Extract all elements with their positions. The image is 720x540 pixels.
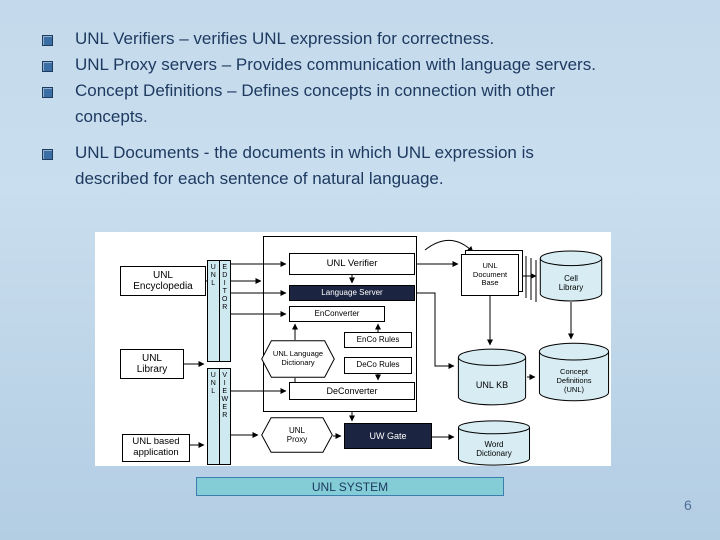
unl-kb-cylinder: UNL KB <box>457 348 527 406</box>
bullet-text: UNL Documents - the documents in which U… <box>75 143 534 188</box>
unl-library-box: UNL Library <box>120 349 184 379</box>
bullet-text: Concept Definitions – Defines concepts i… <box>75 81 556 126</box>
unl-document-base-box: UNL Document Base <box>461 254 519 296</box>
unl-viewer-word-label: V I E W E R <box>218 369 231 464</box>
language-server-container <box>263 236 417 412</box>
concept-definitions-label: Concept Definitions (UNL) <box>556 366 592 394</box>
unl-encyclopedia-box: UNL Encyclopedia <box>120 266 206 296</box>
unl-editor-word-label: E D I T O R <box>218 261 231 361</box>
enconverter-box: EnConverter <box>289 306 385 322</box>
unl-proxy-hexagon: UNL Proxy <box>261 417 333 453</box>
diagram-caption-text: UNL SYSTEM <box>311 479 389 494</box>
unl-viewer-strip: U N L V I E W E R <box>207 368 231 465</box>
unl-based-application-box: UNL based application <box>122 434 190 462</box>
bullet-square-icon <box>42 87 53 98</box>
cylinder-shape <box>457 348 527 406</box>
bullet-square-icon <box>42 149 53 160</box>
concept-definitions-cylinder: Concept Definitions (UNL) <box>538 342 610 402</box>
cell-library-label: Cell Library <box>558 273 584 293</box>
language-server-box: Language Server <box>289 285 415 301</box>
unl-kb-label: UNL KB <box>475 379 509 390</box>
bullet-text: UNL Verifiers – verifies UNL expression … <box>75 29 495 48</box>
deco-rules-box: DeCo Rules <box>344 357 412 374</box>
bullet-text: UNL Proxy servers – Provides communicati… <box>75 55 596 74</box>
deconverter-box: DeConverter <box>289 382 415 400</box>
unl-language-dictionary-hexagon: UNL Language Dictionary <box>261 340 335 378</box>
unl-language-dictionary-label: UNL Language Dictionary <box>272 349 324 367</box>
word-dictionary-label: Word Dictionary <box>476 439 512 459</box>
cylinder-shape <box>539 250 603 302</box>
bullet-square-icon <box>42 61 53 72</box>
uw-gate-box: UW Gate <box>344 423 432 449</box>
cylinder-shape <box>538 342 610 402</box>
bullet-item: UNL Verifiers – verifies UNL expression … <box>40 26 664 52</box>
bullet-item: Concept Definitions – Defines concepts i… <box>40 78 664 130</box>
bullet-list: UNL Verifiers – verifies UNL expression … <box>40 26 664 192</box>
unl-verifier-box: UNL Verifier <box>289 253 415 275</box>
hexagon-shape <box>261 340 335 378</box>
word-dictionary-cylinder: Word Dictionary <box>457 420 531 466</box>
unl-viewer-unl-label: U N L <box>210 372 216 395</box>
unl-editor-unl-label: U N L <box>210 264 216 287</box>
connector-lines <box>184 240 574 448</box>
bullet-item: UNL Documents - the documents in which U… <box>40 140 664 192</box>
enco-rules-box: EnCo Rules <box>344 332 412 348</box>
cell-library-cylinder: Cell Library <box>539 250 603 302</box>
connector-group <box>184 240 574 448</box>
unl-editor-strip: U N L E D I T O R <box>207 260 231 362</box>
unl-system-diagram: UNL Encyclopedia UNL Library UNL based a… <box>95 232 611 466</box>
bullet-square-icon <box>42 35 53 46</box>
hexagon-shape <box>261 417 333 453</box>
cylinder-shape <box>457 420 531 466</box>
page-number: 6 <box>684 497 692 513</box>
unl-proxy-label: UNL Proxy <box>286 425 308 444</box>
bullet-item: UNL Proxy servers – Provides communicati… <box>40 52 664 78</box>
diagram-caption-bar: UNL SYSTEM <box>196 477 504 496</box>
